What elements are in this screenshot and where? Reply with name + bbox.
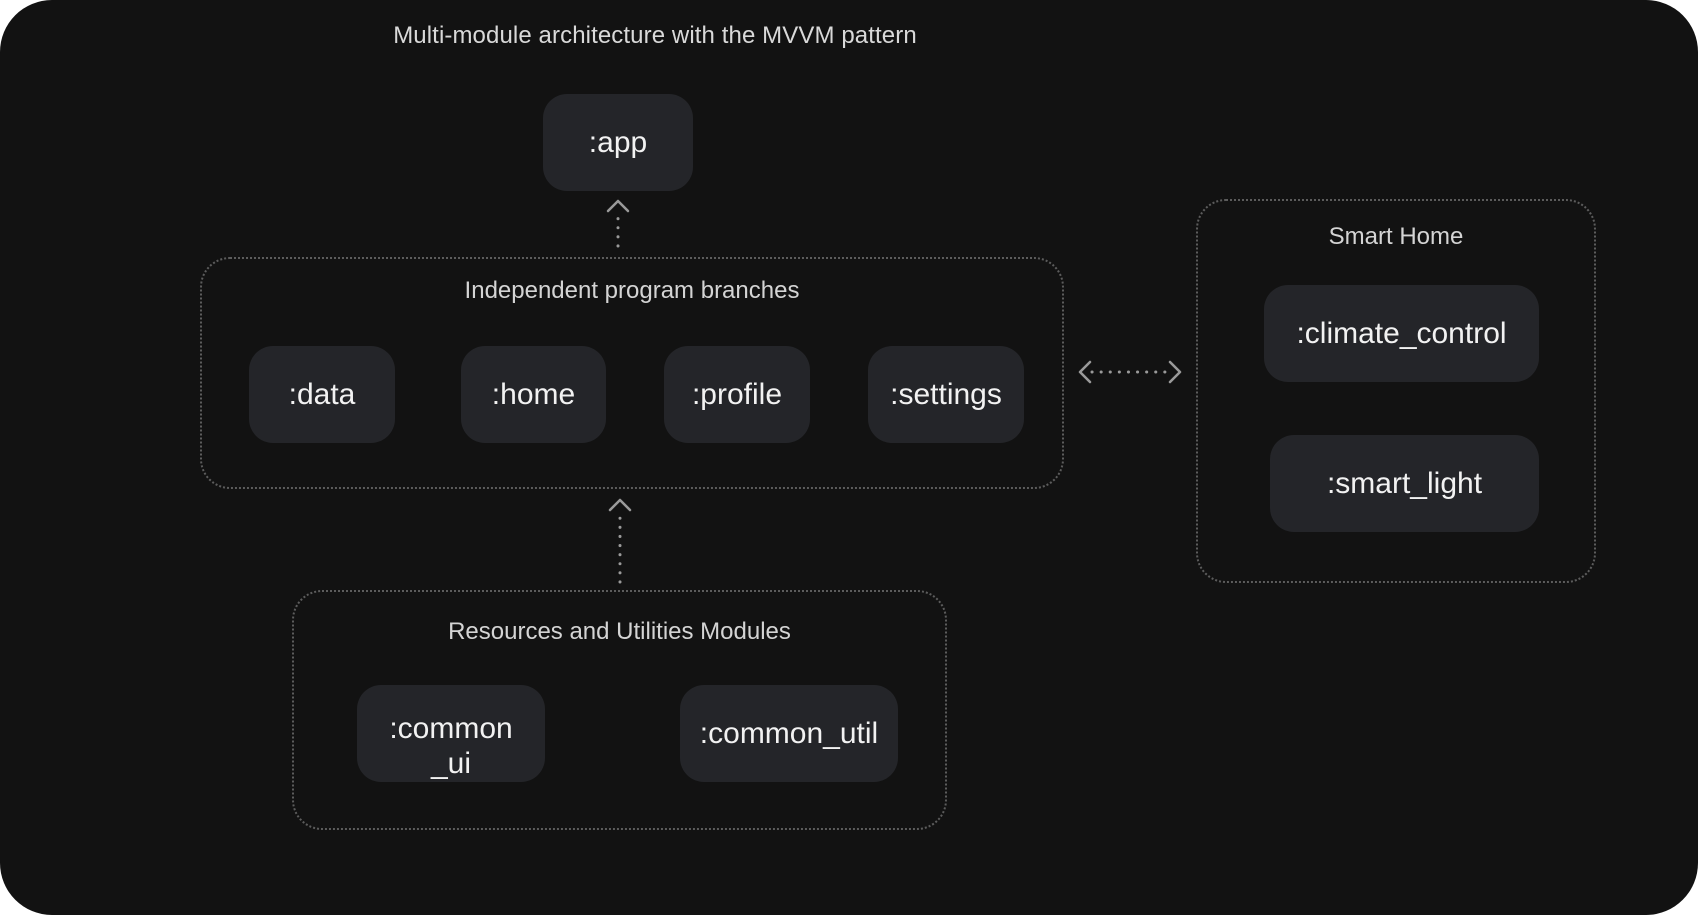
arrowhead-right-icon [1168,360,1182,384]
module-common-util: :common_util [680,685,898,782]
module-profile: :profile [664,346,810,443]
module-common-ui: :common_ui [357,685,545,782]
module-data-label: :data [288,378,356,411]
group-independent-branches-title: Independent program branches [464,277,800,304]
module-home: :home [461,346,606,443]
group-resources-utilities-title: Resources and Utilities Modules [448,618,791,645]
group-resources-utilities: Resources and Utilities Modules [292,590,947,830]
module-settings-label: :settings [890,378,1002,411]
arrowhead-up-icon [606,199,630,213]
module-home-label: :home [491,378,576,411]
group-smart-home-title: Smart Home [1328,223,1464,250]
module-common-ui-label: :common_ui [389,712,513,780]
module-common-util-label: :common_util [699,717,879,750]
module-smart-light: :smart_light [1270,435,1539,532]
arrowhead-up-icon [608,498,632,512]
module-climate-control: :climate_control [1264,285,1539,382]
module-data: :data [249,346,395,443]
diagram-title: Multi-module architecture with the MVVM … [393,22,917,49]
module-app: :app [543,94,693,191]
group-independent-branches: Independent program branches [200,257,1064,489]
group-smart-home: Smart Home [1196,199,1596,583]
module-app-label: :app [588,126,648,159]
arrowhead-left-icon [1078,360,1092,384]
module-climate-control-label: :climate_control [1296,317,1507,350]
module-profile-label: :profile [691,378,783,411]
module-settings: :settings [868,346,1024,443]
module-smart-light-label: :smart_light [1326,467,1483,500]
